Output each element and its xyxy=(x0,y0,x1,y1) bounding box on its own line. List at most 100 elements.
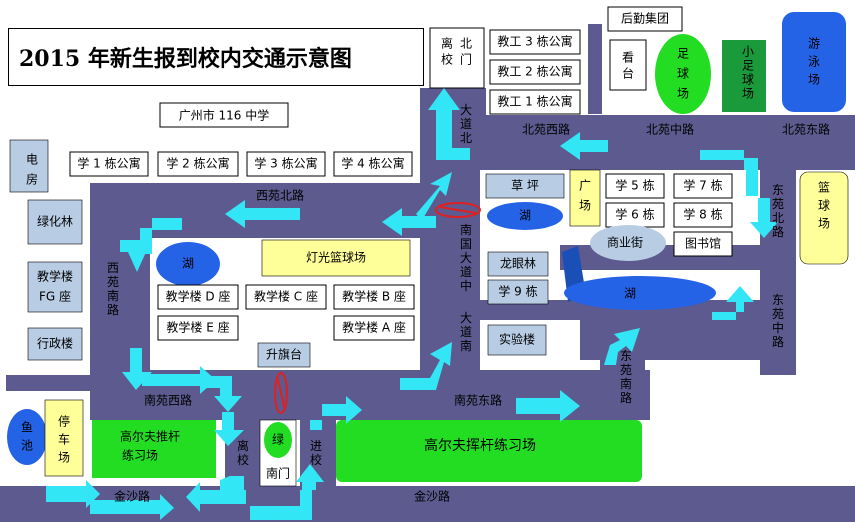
lake-east: 湖 xyxy=(562,246,716,310)
svg-text:北苑中路: 北苑中路 xyxy=(646,122,694,137)
lake-west: 湖 xyxy=(156,242,220,286)
svg-text:学 5 栋: 学 5 栋 xyxy=(615,178,654,193)
svg-text:鱼: 鱼 xyxy=(21,421,33,435)
dorm-3: 学 3 栋公寓 xyxy=(246,151,326,177)
dorm-7: 学 7 栋 xyxy=(673,173,733,199)
svg-text:后勤集团: 后勤集团 xyxy=(621,11,669,26)
svg-text:离: 离 xyxy=(441,36,453,51)
dian-fang: 电 房 xyxy=(9,139,49,193)
north-gate: 离 校 北 门 xyxy=(429,27,485,89)
svg-text:池: 池 xyxy=(21,439,33,453)
guang-chang: 广 场 xyxy=(569,169,601,227)
no-entry-icon-south xyxy=(274,372,288,414)
svg-text:球: 球 xyxy=(677,67,689,81)
svg-text:教工 1 栋公寓: 教工 1 栋公寓 xyxy=(497,94,572,109)
svg-text:南门: 南门 xyxy=(266,466,290,481)
teaching-d: 教学楼 D 座 xyxy=(157,284,239,310)
svg-text:龙眼林: 龙眼林 xyxy=(500,257,536,271)
svg-text:离校: 离校 xyxy=(237,438,249,467)
flag-platform: 升旗台 xyxy=(257,342,311,368)
lvhua-lin: 绿化林 xyxy=(27,199,83,245)
dorm-4: 学 4 栋公寓 xyxy=(333,151,413,177)
svg-text:金沙路: 金沙路 xyxy=(114,489,150,504)
svg-text:学 2 栋公寓: 学 2 栋公寓 xyxy=(166,156,229,171)
svg-text:教工 2 栋公寓: 教工 2 栋公寓 xyxy=(497,64,572,79)
svg-text:东苑南路: 东苑南路 xyxy=(620,349,632,405)
longyan-lin: 龙眼林 xyxy=(487,251,549,277)
svg-text:泳: 泳 xyxy=(808,55,820,69)
svg-text:场: 场 xyxy=(742,87,754,101)
youyong: 游 泳 场 xyxy=(782,12,846,112)
svg-text:FG 座: FG 座 xyxy=(39,289,71,304)
svg-text:湖: 湖 xyxy=(182,256,194,271)
svg-text:南苑西路: 南苑西路 xyxy=(144,393,192,408)
svg-text:学 6 栋: 学 6 栋 xyxy=(615,207,654,222)
south-gate: 绿 南门 xyxy=(259,419,297,487)
svg-text:教学楼 B 座: 教学楼 B 座 xyxy=(342,289,406,304)
teaching-c: 教学楼 C 座 xyxy=(245,284,327,310)
road-labels: 西苑北路 西苑南路 南苑西路 南苑东路 北苑西路 北苑中路 北苑东路 大道北 南… xyxy=(107,103,830,504)
svg-text:停: 停 xyxy=(58,414,70,429)
svg-text:场: 场 xyxy=(677,87,689,101)
svg-text:篮: 篮 xyxy=(818,180,830,195)
dorm-6: 学 6 栋 xyxy=(605,202,665,228)
xingzheng-lou: 行政楼 xyxy=(27,327,83,361)
svg-text:行政楼: 行政楼 xyxy=(37,336,73,351)
zuqiu-field: 足 球 场 xyxy=(655,34,711,114)
svg-text:教学楼 A 座: 教学楼 A 座 xyxy=(342,320,406,335)
svg-text:草 坪: 草 坪 xyxy=(511,179,539,193)
svg-text:南国大道中: 南国大道中 xyxy=(460,222,472,293)
no-entry-icon-north xyxy=(435,202,481,218)
svg-text:南苑东路: 南苑东路 xyxy=(454,393,502,408)
svg-text:东苑北路: 东苑北路 xyxy=(772,183,784,239)
map-title: 2015 年新生报到校内交通示意图 xyxy=(8,28,424,86)
svg-text:广: 广 xyxy=(579,179,591,193)
route-arrows xyxy=(46,88,778,520)
svg-text:足: 足 xyxy=(742,59,754,73)
svg-text:看: 看 xyxy=(622,51,634,65)
svg-text:教学楼 D 座: 教学楼 D 座 xyxy=(166,289,231,304)
svg-text:练习场: 练习场 xyxy=(122,448,158,463)
dorm-9: 学 9 栋 xyxy=(487,279,549,305)
svg-text:足: 足 xyxy=(677,47,689,61)
xiao-zuqiu: 小 足 球 场 xyxy=(722,40,766,112)
teaching-e: 教学楼 E 座 xyxy=(157,315,239,341)
houqin: 后勤集团 xyxy=(607,6,683,32)
svg-text:东苑中路: 东苑中路 xyxy=(772,293,784,349)
staff-1: 教工 1 栋公寓 xyxy=(489,89,581,115)
svg-text:西苑北路: 西苑北路 xyxy=(256,188,304,203)
svg-text:球: 球 xyxy=(818,199,830,213)
svg-text:场: 场 xyxy=(808,73,820,87)
svg-text:金沙路: 金沙路 xyxy=(414,489,450,504)
svg-text:游: 游 xyxy=(808,37,820,51)
dorm-1: 学 1 栋公寓 xyxy=(69,151,149,177)
svg-text:进校: 进校 xyxy=(310,439,322,467)
cao-ping: 草 坪 xyxy=(485,173,565,199)
svg-text:学 9 栋: 学 9 栋 xyxy=(498,284,537,299)
svg-text:北苑东路: 北苑东路 xyxy=(782,122,830,137)
dorm-2: 学 2 栋公寓 xyxy=(157,151,239,177)
svg-text:学 1 栋公寓: 学 1 栋公寓 xyxy=(77,156,140,171)
svg-text:湖: 湖 xyxy=(519,208,531,223)
teaching-b: 教学楼 B 座 xyxy=(333,284,415,310)
svg-text:学 7 栋: 学 7 栋 xyxy=(683,178,722,193)
svg-text:高尔夫推杆: 高尔夫推杆 xyxy=(120,429,180,444)
svg-text:湖: 湖 xyxy=(624,286,636,301)
gaoerfu-hui: 高尔夫挥杆练习场 xyxy=(336,420,642,482)
svg-text:教学楼 C 座: 教学楼 C 座 xyxy=(254,289,318,304)
yu-chi: 鱼 池 xyxy=(7,409,47,465)
svg-text:商业街: 商业街 xyxy=(607,235,643,250)
jiaoxue-fg: 教学楼 FG 座 xyxy=(27,261,83,313)
svg-text:图书馆: 图书馆 xyxy=(685,236,721,251)
svg-text:升旗台: 升旗台 xyxy=(266,347,302,362)
svg-text:学 4 栋公寓: 学 4 栋公寓 xyxy=(341,156,404,171)
svg-text:教学楼 E 座: 教学楼 E 座 xyxy=(166,320,229,335)
svg-text:北苑西路: 北苑西路 xyxy=(522,122,570,137)
svg-text:大道北: 大道北 xyxy=(460,103,472,145)
svg-text:门: 门 xyxy=(460,52,472,67)
kan-tai: 看 台 xyxy=(609,39,647,91)
svg-text:场: 场 xyxy=(579,199,591,213)
svg-text:实验楼: 实验楼 xyxy=(499,332,535,347)
svg-text:球: 球 xyxy=(742,73,754,87)
